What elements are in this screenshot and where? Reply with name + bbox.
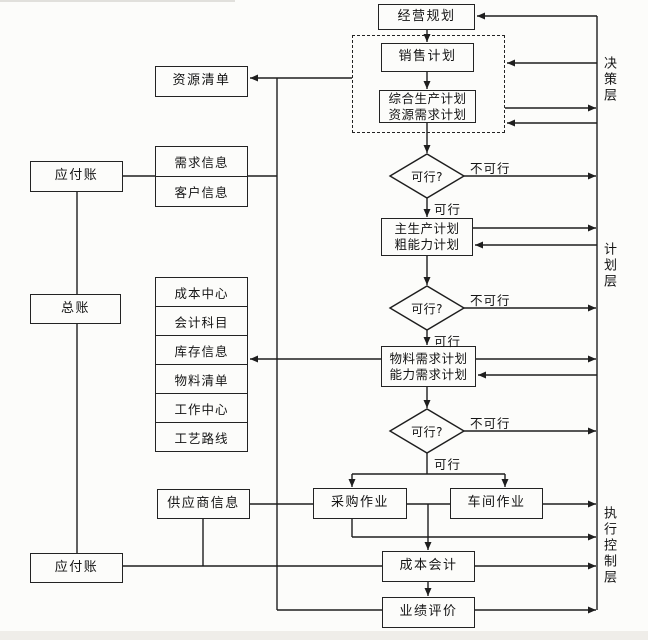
node-general-ledger-label: 总账 (60, 300, 90, 316)
node-business-planning: 经营规划 (378, 4, 475, 30)
node-demand-info: 需求信息 (156, 147, 247, 176)
node-sales-plan: 销售计划 (381, 43, 474, 72)
node-demand-info-label: 需求信息 (174, 155, 229, 170)
node-aggregate-plan: 综合生产计划 资源需求计划 (379, 90, 476, 123)
scan-artifact-top (0, 0, 235, 2)
node-aggregate-plan-line2: 资源需求计划 (388, 106, 467, 122)
node-supplier-info-label: 供应商信息 (167, 495, 240, 511)
node-process-routing: 工艺路线 (156, 422, 247, 451)
node-shop-floor-label: 车间作业 (467, 495, 526, 511)
node-accounting-subjects: 会计科目 (156, 306, 247, 335)
scan-artifact-bottom (0, 631, 648, 640)
node-inventory-info-label: 库存信息 (174, 343, 229, 359)
layer-decision-label: 决策层 (601, 56, 616, 104)
decision-1-yes-label: 可行 (434, 202, 462, 217)
node-accounts-payable-bottom-label: 应付账 (54, 559, 99, 575)
node-work-center: 工作中心 (156, 393, 247, 422)
layer-execution-label: 执行控制层 (601, 506, 616, 586)
node-mps-line1: 主生产计划 (394, 221, 460, 237)
node-performance-eval-label: 业绩评价 (399, 604, 458, 620)
node-cost-accounting: 成本会计 (382, 551, 475, 582)
node-demand-customer-info: 需求信息 客户信息 (155, 146, 248, 207)
node-data-stack: 成本中心 会计科目 库存信息 物料清单 工作中心 工艺路线 (155, 277, 248, 452)
node-master-production-schedule: 主生产计划 粗能力计划 (381, 218, 473, 256)
node-bom: 物料清单 (156, 364, 247, 393)
decision-1-no-label: 不可行 (470, 161, 511, 176)
node-customer-info-label: 客户信息 (174, 185, 229, 200)
decision-2-no-label: 不可行 (470, 293, 511, 308)
node-cost-center: 成本中心 (156, 278, 247, 306)
decision-3-label: 可行? (411, 425, 443, 439)
node-inventory-info: 库存信息 (156, 335, 247, 364)
node-mps-line2: 粗能力计划 (394, 237, 460, 252)
decision-1-label: 可行? (411, 170, 443, 184)
node-supplier-info: 供应商信息 (157, 489, 250, 519)
node-cost-accounting-label: 成本会计 (399, 558, 458, 574)
node-purchasing: 采购作业 (313, 488, 407, 519)
node-performance-eval: 业绩评价 (382, 597, 475, 628)
node-business-planning-label: 经营规划 (397, 8, 456, 24)
decision-3-yes-label: 可行 (434, 457, 462, 472)
node-cost-center-label: 成本中心 (174, 285, 229, 301)
node-accounts-payable-bottom: 应付账 (30, 553, 123, 583)
node-mrp-line1: 物料需求计划 (389, 350, 468, 366)
node-bom-label: 物料清单 (174, 372, 229, 388)
node-material-requirements-plan: 物料需求计划 能力需求计划 (381, 346, 476, 387)
node-aggregate-plan-line1: 综合生产计划 (388, 90, 467, 106)
decision-2-label: 可行? (411, 302, 443, 316)
layer-planning-label: 计划层 (601, 242, 616, 290)
node-resource-list: 资源清单 (155, 66, 248, 97)
node-general-ledger: 总账 (30, 294, 121, 324)
node-mrp-line2: 能力需求计划 (389, 366, 468, 382)
node-accounts-payable-top-label: 应付账 (54, 168, 99, 184)
node-accounting-subjects-label: 会计科目 (174, 314, 229, 330)
decision-2-yes-label: 可行 (434, 334, 462, 349)
decision-3-no-label: 不可行 (470, 416, 511, 431)
node-customer-info: 客户信息 (156, 176, 247, 206)
node-shop-floor: 车间作业 (450, 488, 543, 519)
node-accounts-payable-top: 应付账 (30, 161, 123, 192)
node-resource-list-label: 资源清单 (172, 73, 231, 89)
node-sales-plan-label: 销售计划 (398, 49, 457, 65)
node-purchasing-label: 采购作业 (330, 495, 389, 511)
node-process-routing-label: 工艺路线 (174, 430, 229, 446)
node-work-center-label: 工作中心 (174, 401, 229, 417)
